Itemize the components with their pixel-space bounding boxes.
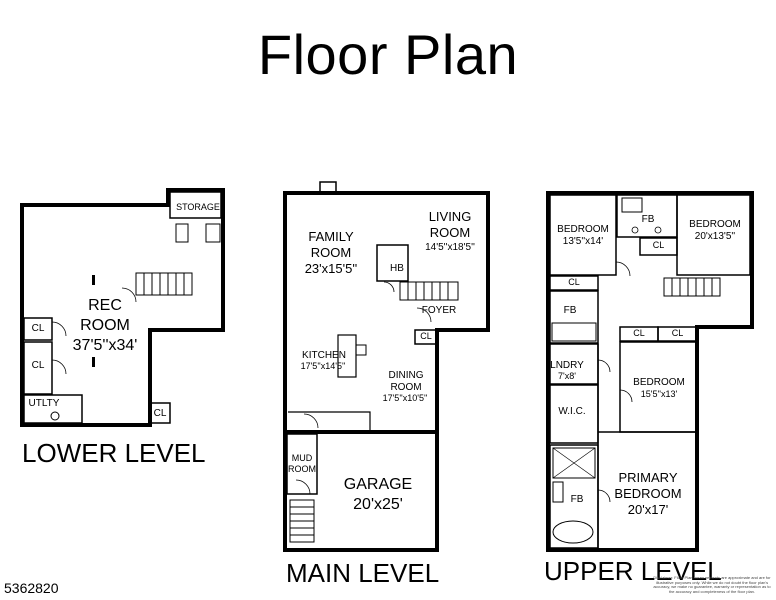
- room-rec-name-2: ROOM: [80, 317, 130, 334]
- level-name-lower: LOWER LEVEL: [22, 438, 206, 468]
- room-closet-3: CL: [153, 408, 167, 419]
- room-garage-size: 20'x25': [353, 496, 403, 513]
- level-name-upper: UPPER LEVEL: [544, 556, 722, 586]
- room-primary-name-1: PRIMARY: [618, 470, 678, 485]
- room-bedroom-1-size: 13'5''x14': [562, 236, 604, 247]
- room-bedroom-2-size: 20'x13'5'': [694, 231, 736, 242]
- room-laundry-size: 7'x8': [558, 371, 576, 381]
- room-walk-in-closet: W.I.C.: [558, 406, 586, 417]
- room-mud-2: ROOM: [288, 464, 316, 474]
- room-rec-size: 37'5''x34': [72, 337, 138, 354]
- room-closet-top: CL: [652, 240, 665, 250]
- room-full-bath-mid: FB: [563, 305, 577, 316]
- room-dining-size: 17'5''x10'5'': [382, 393, 428, 403]
- main-level-walls: [283, 181, 490, 552]
- room-half-bath: HB: [390, 263, 404, 274]
- room-family-name-2: ROOM: [310, 245, 352, 260]
- room-primary-size: 20'x17': [627, 502, 669, 517]
- room-bedroom-3-name: BEDROOM: [633, 377, 685, 388]
- room-rec-name-1: REC: [88, 297, 122, 314]
- room-garage-name: GARAGE: [343, 476, 413, 493]
- room-bedroom-1-name: BEDROOM: [557, 224, 609, 235]
- room-closet-mid-2: CL: [671, 328, 684, 338]
- room-bedroom-3-size: 15'5''x13': [640, 389, 678, 399]
- room-family-size: 23'x15'5'': [304, 261, 358, 276]
- room-closet-2: CL: [31, 360, 45, 371]
- listing-id: 5362820: [4, 580, 59, 596]
- room-primary-name-2: BEDROOM: [614, 486, 682, 501]
- room-dining-name-2: ROOM: [390, 382, 422, 393]
- page-title: Floor Plan: [257, 23, 519, 86]
- upper-level-walls: [546, 191, 754, 552]
- room-living-name-2: ROOM: [429, 225, 471, 240]
- room-dining-name-1: DINING: [388, 370, 424, 381]
- level-name-main: MAIN LEVEL: [286, 558, 440, 588]
- room-full-bath-top: FB: [641, 214, 655, 225]
- room-living-size: 14'5''x18'5'': [425, 242, 475, 253]
- room-foyer-closet: CL: [420, 331, 432, 341]
- room-bedroom-2-name: BEDROOM: [689, 219, 741, 230]
- room-full-bath-low: FB: [570, 494, 584, 505]
- room-foyer: FOYER: [421, 305, 457, 316]
- room-storage: STORAGE: [176, 202, 220, 212]
- lower-level-walls: [20, 188, 225, 427]
- room-laundry-name: LNDRY: [550, 360, 584, 371]
- room-closet-mid-1: CL: [633, 328, 645, 338]
- room-living-name-1: LIVING: [428, 209, 472, 224]
- room-mud-1: MUD: [291, 453, 313, 463]
- room-closet-1: CL: [31, 323, 45, 334]
- room-family-name-1: FAMILY: [308, 229, 354, 244]
- room-closet-left: CL: [568, 277, 580, 287]
- room-kitchen-size: 17'5''x14'5'': [300, 361, 346, 371]
- room-kitchen-name: KITCHEN: [302, 350, 346, 361]
- disclaimer-text: Disclaimer: Floor Plan measurements are …: [653, 575, 771, 594]
- room-utility: UTLTY: [28, 398, 60, 409]
